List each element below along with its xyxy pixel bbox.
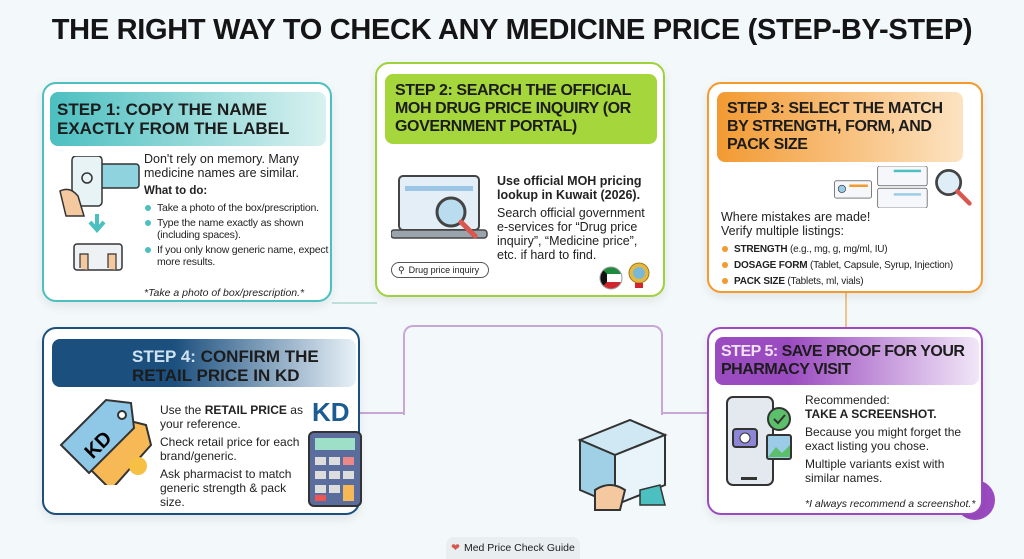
step-3-heading: STEP 3: SELECT THE MATCH BY STRENGTH, FO… bbox=[717, 92, 963, 162]
list-item: Type the name exactly as shown (includin… bbox=[144, 217, 330, 241]
heart-pill-icon: ❤ bbox=[451, 542, 460, 554]
phone-screenshot-icon bbox=[726, 396, 792, 486]
step-4-p1: Use the RETAIL PRICE as your reference. bbox=[160, 403, 303, 431]
step-3-lead: Where mistakes are made! bbox=[721, 210, 871, 224]
laptop-search-icon bbox=[391, 175, 488, 239]
step-1-card: STEP 1: COPY THE NAME EXACTLY FROM THE L… bbox=[42, 82, 332, 302]
calculator-icon bbox=[308, 431, 362, 507]
step-4-card: STEP 4: CONFIRM THE RETAIL PRICE IN KD K… bbox=[42, 327, 362, 515]
listing-cards-icon bbox=[834, 166, 928, 208]
step-3-body: Where mistakes are made! Verify multiple… bbox=[721, 210, 979, 291]
coin-icon bbox=[129, 457, 147, 475]
step-5-rec: Recommended: bbox=[805, 393, 890, 407]
footer-label: Med Price Check Guide bbox=[463, 542, 575, 554]
step-4-body: Use the RETAIL PRICE as your reference. … bbox=[160, 403, 310, 513]
connector-line bbox=[663, 412, 709, 414]
step-1-body: Don't rely on memory. Many medicine name… bbox=[144, 152, 330, 271]
step-5-heading: STEP 5: SAVE PROOF FOR YOUR PHARMACY VIS… bbox=[715, 337, 979, 385]
magnifier-icon bbox=[935, 169, 972, 206]
step-2-lead: Use official MOH pricing lookup in Kuwai… bbox=[497, 174, 642, 202]
step-2-heading: STEP 2: SEARCH THE OFFICIAL MOH DRUG PRI… bbox=[385, 74, 657, 144]
connector-line bbox=[360, 412, 405, 414]
connector-line bbox=[403, 325, 663, 415]
step-5-card: STEP 5: SAVE PROOF FOR YOUR PHARMACY VIS… bbox=[707, 327, 983, 515]
step-1-what-label: What to do: bbox=[144, 185, 208, 197]
step-3-lead-2: Verify multiple listings: bbox=[721, 224, 844, 238]
step-5-body: Recommended: TAKE A SCREENSHOT. Because … bbox=[805, 393, 979, 489]
kuwait-emblem-icon bbox=[628, 262, 650, 288]
phone-camera-icon bbox=[59, 156, 140, 271]
connector-line bbox=[332, 302, 377, 318]
search-chip-label: Drug price inquiry bbox=[408, 265, 480, 275]
list-item: STRENGTH (e.g., mg, g, mg/ml, IU) bbox=[721, 243, 979, 256]
list-item: Take a photo of the box/prescription. bbox=[144, 202, 330, 214]
list-item: PACK SIZE (Tablets, ml, vials) bbox=[721, 275, 979, 288]
medicine-box-hand-icon bbox=[577, 418, 668, 511]
step-1-note: *Take a photo of box/prescription.* bbox=[144, 287, 305, 299]
step-1-list: Take a photo of the box/prescription. Ty… bbox=[144, 202, 330, 268]
step-5-note: *I always recommend a screenshot.* bbox=[805, 498, 976, 510]
kd-label: KD bbox=[312, 397, 350, 427]
list-item: DOSAGE FORM (Tablet, Capsule, Syrup, Inj… bbox=[721, 259, 979, 272]
search-icon: ⚲ bbox=[398, 264, 405, 275]
step-2-text: Search official government e-services fo… bbox=[497, 206, 645, 262]
step-2-card: STEP 2: SEARCH THE OFFICIAL MOH DRUG PRI… bbox=[375, 62, 665, 297]
step-1-heading: STEP 1: COPY THE NAME EXACTLY FROM THE L… bbox=[50, 92, 326, 146]
step-5-rec-bold: TAKE A SCREENSHOT. bbox=[805, 407, 937, 421]
step-5-p1: Because you might forget the exact listi… bbox=[805, 425, 962, 453]
price-tag-icon: KD bbox=[59, 398, 153, 485]
step-3-list: STRENGTH (e.g., mg, g, mg/ml, IU) DOSAGE… bbox=[721, 243, 979, 288]
step-5-p2: Multiple variants exist with similar nam… bbox=[805, 457, 945, 485]
connector-line bbox=[845, 293, 847, 328]
step-3-card: STEP 3: SELECT THE MATCH BY STRENGTH, FO… bbox=[707, 82, 983, 293]
page-title: THE RIGHT WAY TO CHECK ANY MEDICINE PRIC… bbox=[51, 14, 973, 46]
step-4-heading: STEP 4: CONFIRM THE RETAIL PRICE IN KD bbox=[52, 339, 356, 387]
step-1-intro: Don't rely on memory. Many medicine name… bbox=[144, 152, 299, 180]
list-item: If you only know generic name, expect mo… bbox=[144, 244, 330, 268]
search-chip[interactable]: ⚲Drug price inquiry bbox=[391, 262, 489, 278]
step-4-p2: Check retail price for each brand/generi… bbox=[160, 435, 300, 463]
footer-badge: ❤ Med Price Check Guide bbox=[446, 537, 580, 559]
step-2-body: Use official MOH pricing lookup in Kuwai… bbox=[497, 174, 657, 266]
step-4-p3: Ask pharmacist to match generic strength… bbox=[160, 467, 292, 509]
kuwait-flag-icon bbox=[599, 266, 623, 290]
